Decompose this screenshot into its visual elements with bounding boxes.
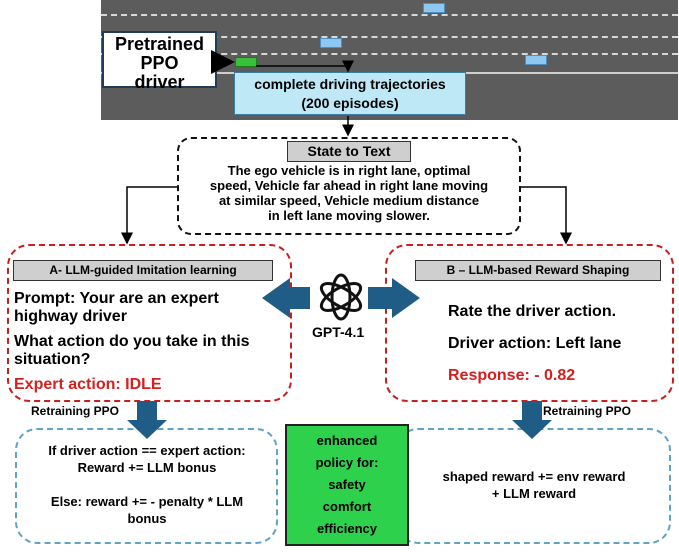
ppo-line: Pretrained bbox=[114, 34, 205, 54]
imitation-learning-header: A- LLM-guided Imitation learning bbox=[13, 260, 273, 281]
prompt-line: Prompt: Your are an expert bbox=[14, 290, 219, 307]
state-line: in left lane moving slower. bbox=[268, 208, 430, 223]
imitation-reward-rule: If driver action == expert action: Rewar… bbox=[18, 442, 276, 527]
shaped-reward-rule: shaped reward += env reward + LLM reward bbox=[400, 468, 668, 502]
rule-line: Reward += LLM bonus bbox=[77, 460, 217, 475]
policy-line: comfort bbox=[322, 499, 372, 514]
ego-to-trajectory-connector bbox=[256, 60, 354, 73]
vehicle bbox=[423, 3, 445, 13]
trajectories-line: (200 episodes) bbox=[301, 95, 399, 111]
prompt-line: highway driver bbox=[14, 308, 127, 325]
ego-vehicle bbox=[235, 57, 257, 67]
policy-line: efficiency bbox=[317, 521, 377, 536]
policy-line: safety bbox=[328, 477, 366, 492]
prompt-text: Prompt: Your are an expert highway drive… bbox=[14, 290, 284, 326]
question-line: situation? bbox=[14, 351, 91, 368]
rule-line: bonus bbox=[127, 511, 167, 526]
gpt-to-a-arrow bbox=[262, 278, 310, 318]
retraining-label-right: Retraining PPO bbox=[543, 404, 632, 418]
ppo-line: PPO bbox=[140, 53, 179, 73]
state-to-branch-b-arrow bbox=[521, 186, 572, 245]
response-text: Response: - 0.82 bbox=[448, 367, 576, 384]
rate-text: Rate the driver action. bbox=[448, 303, 617, 320]
policy-line: policy for: bbox=[315, 455, 379, 470]
state-line: The ego vehicle is in right lane, optima… bbox=[227, 163, 471, 178]
expert-action: Expert action: IDLE bbox=[14, 376, 162, 393]
vehicle bbox=[320, 38, 342, 48]
rule-line: If driver action == expert action: bbox=[48, 443, 246, 458]
state-to-text-title: State to Text bbox=[287, 141, 411, 162]
retrain-arrow-right bbox=[512, 401, 552, 439]
rule-line: + LLM reward bbox=[491, 486, 577, 501]
lane-marking bbox=[101, 14, 678, 16]
trajectories-line: complete driving trajectories bbox=[254, 76, 446, 92]
question-text: What action do you take in this situatio… bbox=[14, 333, 289, 369]
rule-line: Else: reward += - penalty * LLM bbox=[50, 494, 244, 509]
state-description: The ego vehicle is in right lane, optima… bbox=[181, 163, 517, 223]
retraining-label-left: Retraining PPO bbox=[31, 404, 120, 418]
state-line: speed, Vehicle far ahead in right lane m… bbox=[209, 178, 489, 193]
lane-marking bbox=[101, 36, 678, 38]
openai-logo-icon bbox=[319, 273, 363, 321]
state-line: at similar speed, Vehicle medium distanc… bbox=[218, 193, 480, 208]
trajectories-box: complete driving trajectories (200 episo… bbox=[234, 72, 466, 115]
ppo-line: driver bbox=[134, 72, 185, 92]
llm-label: GPT-4.1 bbox=[312, 324, 365, 340]
driver-action-text: Driver action: Left lane bbox=[448, 335, 622, 352]
retrain-arrow-left bbox=[127, 401, 167, 439]
lane-marking bbox=[101, 53, 678, 55]
question-line: What action do you take in this bbox=[14, 333, 250, 350]
enhanced-policy-box: enhanced policy for: safety comfort effi… bbox=[285, 424, 409, 546]
vehicle bbox=[525, 55, 547, 65]
gpt-to-b-arrow bbox=[368, 278, 420, 318]
state-to-text-box bbox=[177, 137, 521, 235]
pretrained-ppo-driver-box: Pretrained PPO driver bbox=[102, 31, 217, 92]
policy-line: enhanced bbox=[316, 433, 378, 448]
state-to-branch-a-arrow bbox=[121, 186, 177, 245]
reward-shaping-header: B – LLM-based Reward Shaping bbox=[415, 260, 661, 281]
rule-line: shaped reward += env reward bbox=[442, 469, 626, 484]
